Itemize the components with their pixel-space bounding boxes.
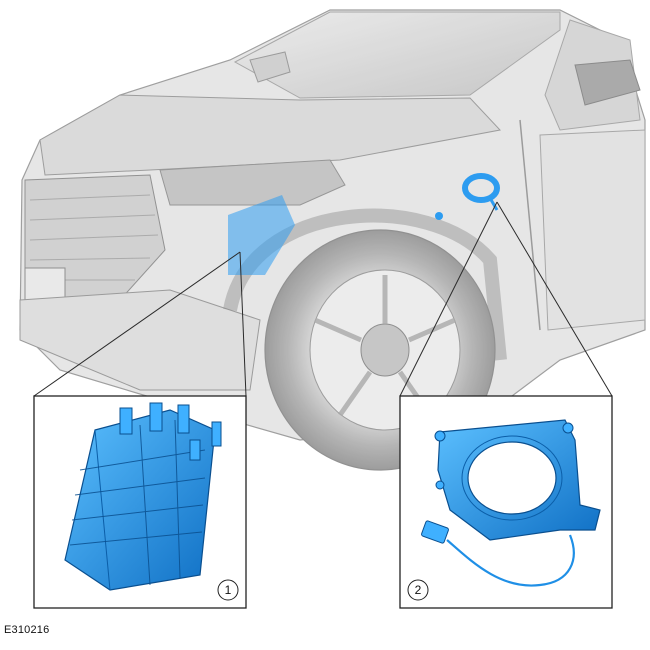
front-bumper [19, 289, 261, 391]
leader-line-2-left [399, 201, 498, 397]
door-panel [539, 129, 646, 331]
figure-id: E310216 [4, 624, 50, 636]
ring-sensor-icon [421, 419, 601, 587]
windshield [233, 11, 561, 99]
callout-circle-1 [217, 579, 239, 601]
headlamp [159, 159, 346, 206]
component-1-location-highlight [228, 195, 295, 275]
hood [39, 94, 501, 176]
vehicle-illustration [19, 9, 646, 471]
door-line [519, 119, 541, 331]
side-mirror [574, 59, 641, 106]
leader-line-1-right [239, 251, 247, 397]
leader-lines [33, 201, 613, 397]
roof-mirror-left [249, 51, 291, 83]
leader-line-2-right [496, 201, 613, 397]
component-2-location-highlight [435, 173, 500, 220]
detail-panel-2: 2 [399, 395, 613, 609]
callout-number-2: 2 [415, 583, 422, 597]
callout-circle-2 [407, 579, 429, 601]
module-component-icon [64, 402, 222, 591]
leader-line-1-left [33, 251, 241, 397]
detail-panel-1: 1 [33, 395, 247, 609]
callout-number-1: 1 [225, 583, 232, 597]
grille-slats [29, 194, 159, 281]
